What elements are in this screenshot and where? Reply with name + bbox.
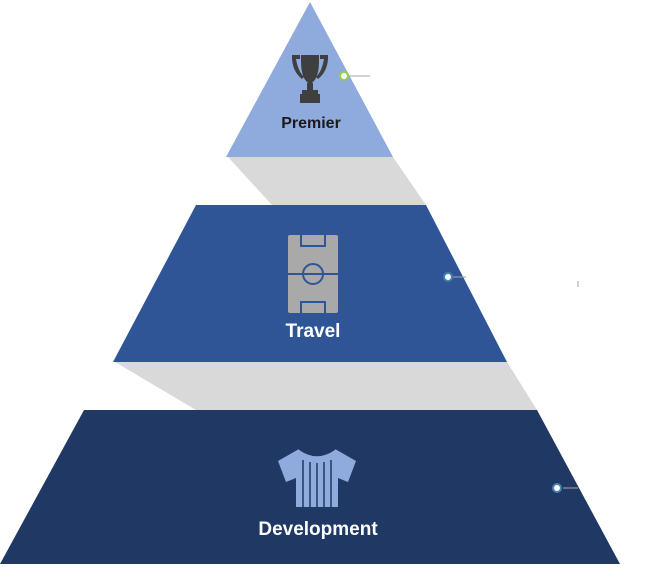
marker-dot-travel xyxy=(443,272,453,282)
tier-travel: Travel xyxy=(113,205,579,362)
marker-dot-premier xyxy=(339,71,349,81)
tier-development: Development xyxy=(0,410,620,564)
marker-dot-development xyxy=(552,483,562,493)
tier-label-development: Development xyxy=(258,519,378,540)
trophy-icon xyxy=(292,55,328,103)
tier-premier: Premier xyxy=(226,2,393,157)
tier-label-premier: Premier xyxy=(281,115,341,132)
jersey-icon xyxy=(278,448,356,507)
connector-band-travel-development xyxy=(115,362,537,410)
connector-band-premier-travel xyxy=(228,157,426,205)
soccer-field-icon xyxy=(288,235,338,313)
tier-label-travel: Travel xyxy=(286,321,341,342)
